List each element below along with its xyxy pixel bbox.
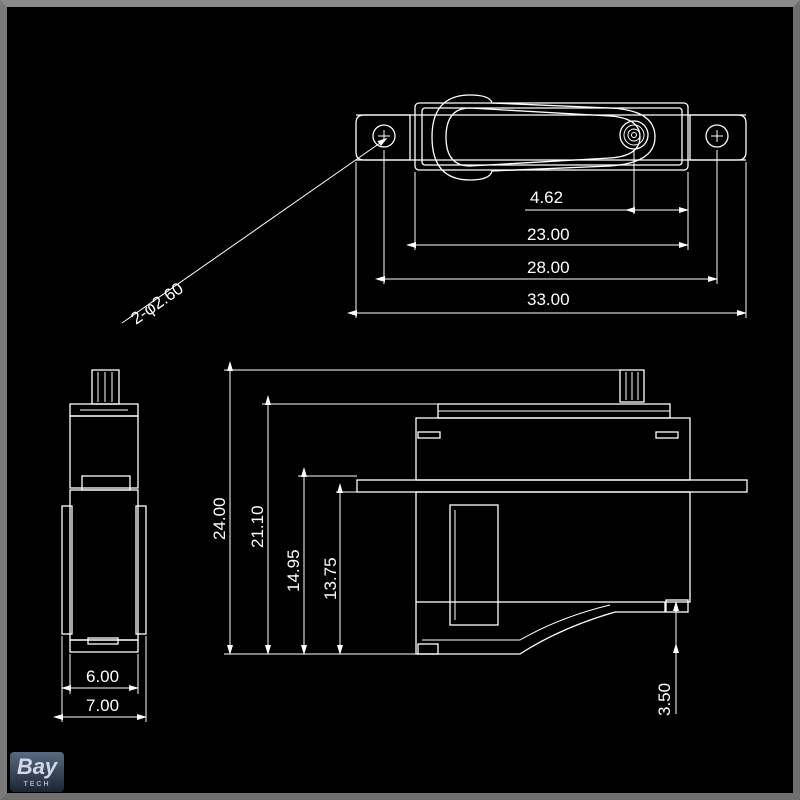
logo-text: Bay — [16, 754, 58, 779]
dim-24-00: 24.00 — [210, 497, 229, 540]
servo-horn — [431, 94, 656, 181]
dim-6-00: 6.00 — [86, 667, 119, 686]
side-view-lower-body — [415, 491, 691, 603]
logo-subtext: TECH — [23, 781, 51, 788]
mount-hole-left — [372, 124, 396, 148]
top-view-mount-tab-right — [689, 114, 747, 161]
output-spline — [619, 120, 649, 150]
dim-33-00: 33.00 — [527, 290, 570, 309]
dim-28-00: 28.00 — [527, 258, 570, 277]
bay-tech-logo: Bay TECH — [10, 752, 64, 792]
top-view: 4.62 23.00 28.00 33.00 2-φ2.60 — [121, 94, 747, 329]
dim-14-95: 14.95 — [284, 549, 303, 592]
mount-hole-right — [705, 124, 729, 148]
dim-hole-spec: 2-φ2.60 — [127, 279, 186, 329]
dim-13-75: 13.75 — [321, 557, 340, 600]
front-view-upper-body — [69, 415, 139, 489]
dim-3-50: 3.50 — [655, 683, 674, 716]
side-view-bottom — [415, 602, 666, 655]
dim-4-62: 4.62 — [530, 188, 563, 207]
top-view-mount-tab — [355, 114, 411, 161]
side-view-window — [449, 504, 499, 626]
side-view-spline — [619, 369, 645, 403]
side-view-flange — [356, 479, 748, 493]
side-view-upper-body — [415, 417, 691, 481]
front-view-main-body — [69, 489, 139, 641]
top-view-body — [414, 102, 689, 171]
front-view: 6.00 7.00 — [53, 369, 147, 722]
dim-23-00: 23.00 — [527, 225, 570, 244]
dim-7-00: 7.00 — [86, 696, 119, 715]
dim-21-10: 21.10 — [248, 505, 267, 548]
side-view: 24.00 21.10 14.95 13.75 3.50 — [210, 361, 748, 716]
